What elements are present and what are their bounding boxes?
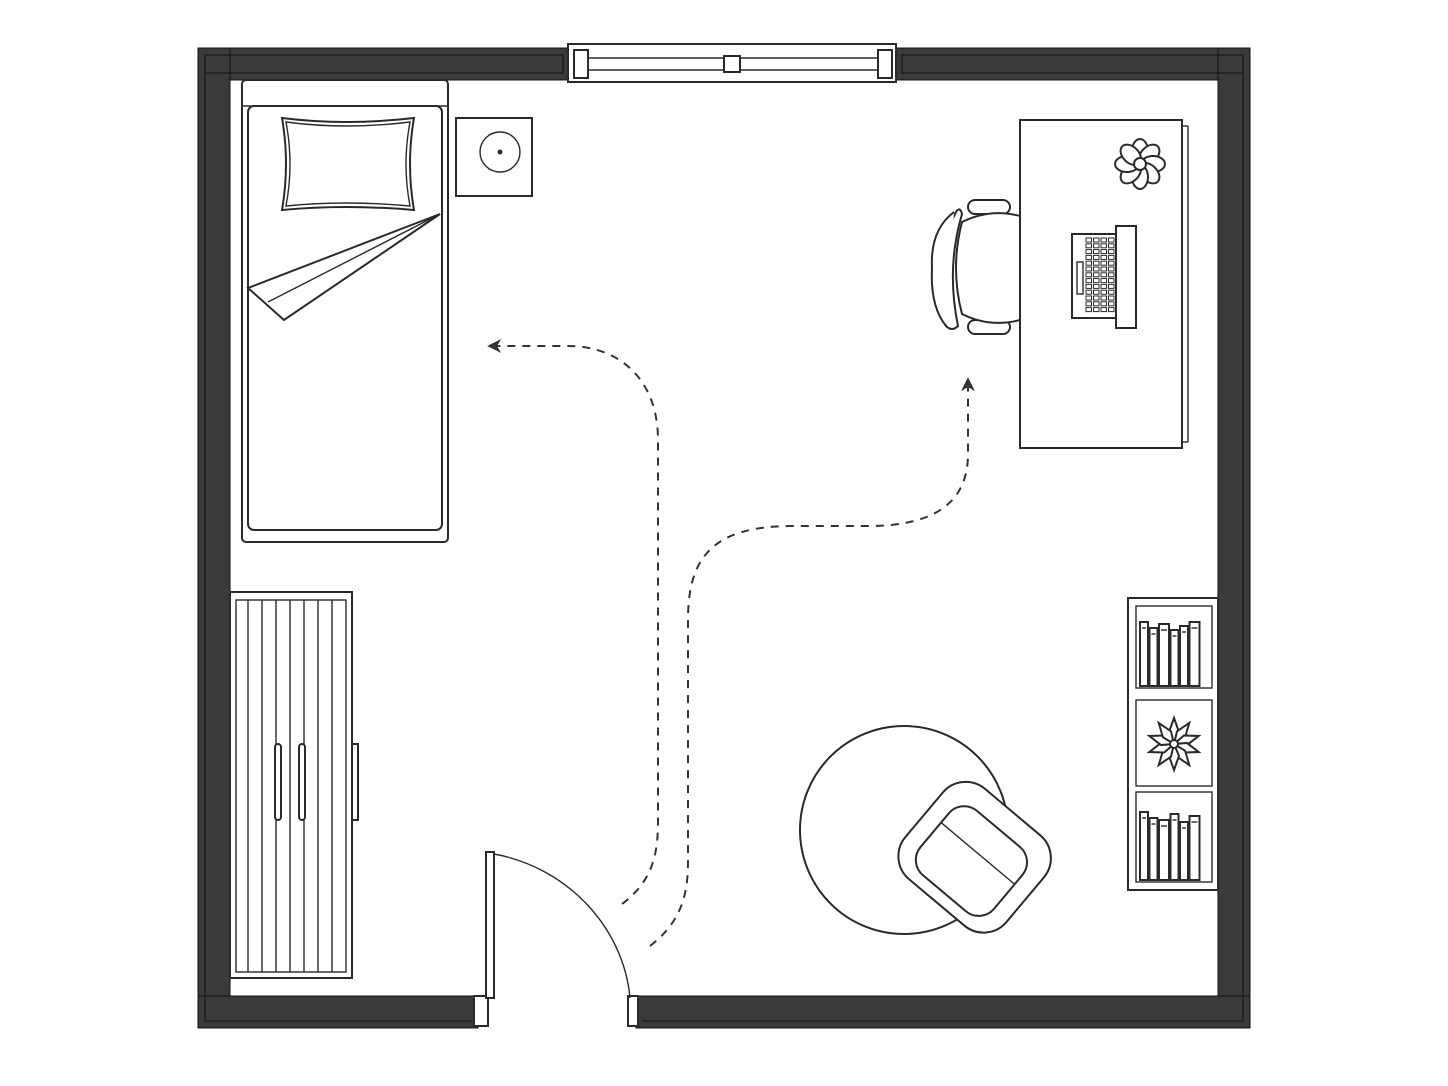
desk xyxy=(1019,119,1189,449)
books-icon xyxy=(1139,811,1201,881)
wall-top-right xyxy=(895,47,1251,81)
door[interactable] xyxy=(485,851,631,999)
door-swing-arc xyxy=(493,853,631,999)
wall-bottom-right xyxy=(635,995,1251,1029)
wardrobe xyxy=(229,591,359,979)
wall-top-left xyxy=(197,47,571,81)
wall-bottom-left xyxy=(197,995,479,1029)
lamp-icon xyxy=(497,149,503,155)
plant-icon xyxy=(1114,138,1166,190)
office-chair xyxy=(930,199,1021,335)
window xyxy=(567,43,897,83)
books-icon xyxy=(1139,621,1201,687)
wall-left xyxy=(197,47,231,1029)
bookshelf xyxy=(1127,597,1219,891)
path-door-to-desk xyxy=(649,377,975,947)
plant-icon xyxy=(1146,715,1202,773)
path-door-to-bed xyxy=(487,339,659,905)
nightstand xyxy=(455,117,533,197)
wall-right xyxy=(1217,47,1251,1029)
armchair xyxy=(897,780,1052,934)
bed xyxy=(241,79,449,543)
laptop-icon xyxy=(1071,225,1137,329)
wardrobe-handle-left xyxy=(274,743,282,821)
walls xyxy=(197,47,1251,1029)
door-leaf[interactable] xyxy=(485,851,495,999)
wardrobe-handle-right xyxy=(298,743,306,821)
blanket-fold xyxy=(246,213,441,322)
pillow xyxy=(280,116,416,212)
